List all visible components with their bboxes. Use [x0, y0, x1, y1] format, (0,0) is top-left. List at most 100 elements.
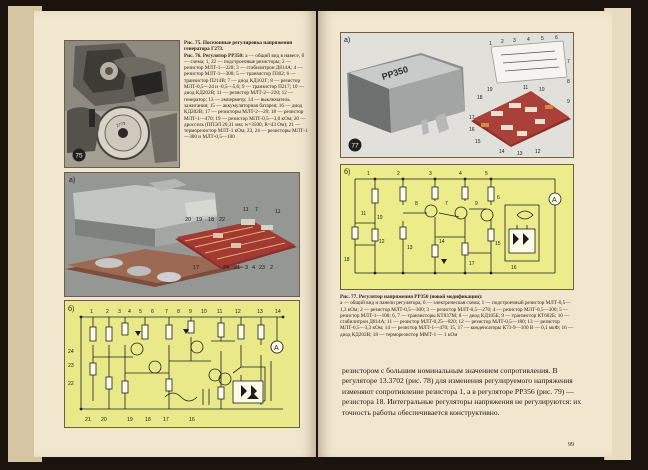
- fig77b-num-7: 7: [445, 201, 448, 207]
- fig76a-num-4: 4: [252, 265, 255, 271]
- page-number: 99: [568, 442, 574, 448]
- fig76a-num-11b: 11: [275, 209, 281, 215]
- figure-76-caption-body: а — общий вид в навесе, б — схема; 1, 22…: [184, 52, 308, 141]
- figure-76a-photo: а) 20 19 18 22 11 7 11 17 24 21: [64, 172, 300, 297]
- fig77a-num-15: 15: [475, 139, 481, 145]
- fig77a-num-9: 9: [567, 99, 570, 105]
- figure-77a-label: а): [344, 37, 350, 44]
- figure-76a-illustration: а) 20 19 18 22 11 7 11 17 24 21: [65, 173, 299, 296]
- figure-77a-photo: а) РР350 77 1 2 3 4 5 6 7 8 9 10 11: [340, 32, 574, 158]
- fig77a-num-10: 10: [539, 87, 545, 93]
- svg-text:2773: 2773: [116, 120, 127, 128]
- fig77b-num-13: 13: [407, 245, 413, 251]
- fig76a-num-7: 7: [255, 207, 258, 213]
- fig76a-num-22: 22: [219, 217, 225, 223]
- figure-75-number: 75: [75, 152, 83, 159]
- fig76b-bot-18: 18: [145, 417, 151, 423]
- fig76b-top-13: 13: [257, 309, 263, 315]
- figure-77-caption: Рис. 77. Регулятор напряжения РР350 (нов…: [340, 294, 576, 338]
- figure-77-caption-title: Рис. 77. Регулятор напряжения РР350 (нов…: [340, 294, 483, 300]
- fig76b-left-23: 23: [68, 363, 74, 369]
- fig76a-num-18: 18: [208, 217, 214, 223]
- figure-77b-circuit: б) А 1 2: [341, 165, 573, 289]
- fig76b-top-7: 7: [165, 309, 168, 315]
- figure-75-76-caption: Рис. 75. Посезонные регулировка напряжен…: [184, 40, 308, 141]
- fig76a-num-3: 3: [245, 265, 248, 271]
- fig76b-top-8: 8: [177, 309, 180, 315]
- fig77b-num-9: 9: [475, 201, 478, 207]
- figure-76b-label: б): [68, 305, 74, 313]
- fig77b-num-18: 18: [344, 257, 350, 263]
- fig77b-num-8: 8: [415, 201, 418, 207]
- fig76b-bot-19: 19: [127, 417, 133, 423]
- figure-76a-label: а): [69, 177, 75, 184]
- fig77b-num-14: 14: [439, 239, 445, 245]
- fig76b-bot-20: 20: [101, 417, 107, 423]
- fig77a-num-11: 11: [523, 85, 528, 91]
- fig76a-num-23: 23: [259, 265, 265, 271]
- figure-77-number: 77: [351, 142, 359, 149]
- figure-76b-schematic: б): [64, 300, 300, 428]
- figure-76b-ammeter: А: [274, 345, 279, 352]
- fig77a-num-5: 5: [541, 36, 544, 42]
- fig77a-num-8: 8: [567, 79, 570, 85]
- fig76b-top-5: 5: [139, 309, 142, 315]
- fig77a-num-14: 14: [499, 149, 505, 155]
- fig77b-num-5: 5: [485, 171, 488, 177]
- fig77b-num-15: 15: [495, 241, 501, 247]
- fig76a-num-17: 17: [193, 265, 199, 271]
- fig76b-top-9: 9: [189, 309, 192, 315]
- fig76b-top-12: 12: [235, 309, 241, 315]
- fig76a-num-21: 21: [234, 265, 240, 271]
- fig76b-top-1: 1: [90, 309, 93, 315]
- fig77a-num-4: 4: [527, 37, 530, 43]
- figure-75-illustration: 2773 75: [65, 41, 179, 167]
- fig76b-top-10: 10: [201, 309, 207, 315]
- fig77b-num-4: 4: [459, 171, 462, 177]
- figure-75-caption-title: Рис. 75. Посезонные регулировка напряжен…: [184, 40, 293, 53]
- fig77b-num-10: 10: [377, 215, 383, 221]
- fig76b-top-6: 6: [151, 309, 154, 315]
- figure-76-caption-title: Рис. 76. Регулятор РР350:: [184, 52, 244, 59]
- fig77b-num-6: 6: [497, 195, 500, 201]
- figure-77b-schematic: б) А 1 2: [340, 164, 574, 290]
- figure-77b-ammeter: А: [552, 197, 557, 204]
- fig77a-num-6: 6: [555, 35, 558, 41]
- fig76a-num-24: 24: [223, 265, 229, 271]
- fig76b-top-3: 3: [118, 309, 121, 315]
- figure-77b-label: б): [344, 168, 350, 176]
- fig77b-num-16: 16: [511, 265, 517, 271]
- fig76b-bot-17: 17: [163, 417, 169, 423]
- figure-77-caption-body: а — общий вид и панели регулятора; б — э…: [340, 300, 574, 338]
- fig77b-num-17: 17: [469, 261, 475, 267]
- fig76b-top-11: 11: [217, 309, 222, 315]
- fig77a-num-16: 16: [469, 127, 475, 133]
- fig77a-num-18: 18: [477, 95, 483, 101]
- fig77a-num-12: 12: [535, 149, 541, 155]
- fig77b-num-11: 11: [361, 211, 366, 217]
- fig76b-top-14: 14: [275, 309, 281, 315]
- fig77a-num-7: 7: [567, 59, 570, 65]
- fig76b-bot-16: 16: [189, 417, 195, 423]
- fig77b-num-3: 3: [429, 171, 432, 177]
- figure-75-photo: 2773 75: [64, 40, 180, 168]
- fig77a-num-3: 3: [513, 38, 516, 44]
- fig76b-top-4: 4: [128, 309, 131, 315]
- fig77b-num-1: 1: [367, 171, 370, 177]
- fig76a-num-20: 20: [185, 217, 191, 223]
- fig76b-top-2: 2: [106, 309, 109, 315]
- figure-76b-circuit: б): [65, 301, 299, 427]
- fig77a-num-1: 1: [489, 41, 492, 47]
- fig76b-bot-21: 21: [85, 417, 91, 423]
- fig77b-num-12: 12: [379, 239, 385, 245]
- fig76a-num-2: 2: [270, 265, 273, 271]
- fig77b-num-2: 2: [397, 171, 400, 177]
- fig76b-left-22: 22: [68, 381, 74, 387]
- body-paragraph: резистором с большим номинальным значени…: [342, 366, 582, 417]
- fig76a-num-19: 19: [196, 217, 202, 223]
- fig76b-left-24: 24: [68, 349, 74, 355]
- fig76a-num-11: 11: [243, 207, 249, 213]
- fig77a-num-2: 2: [501, 39, 504, 45]
- fig77a-num-13: 13: [517, 151, 523, 157]
- figure-77a-illustration: а) РР350 77 1 2 3 4 5 6 7 8 9 10 11: [341, 33, 573, 157]
